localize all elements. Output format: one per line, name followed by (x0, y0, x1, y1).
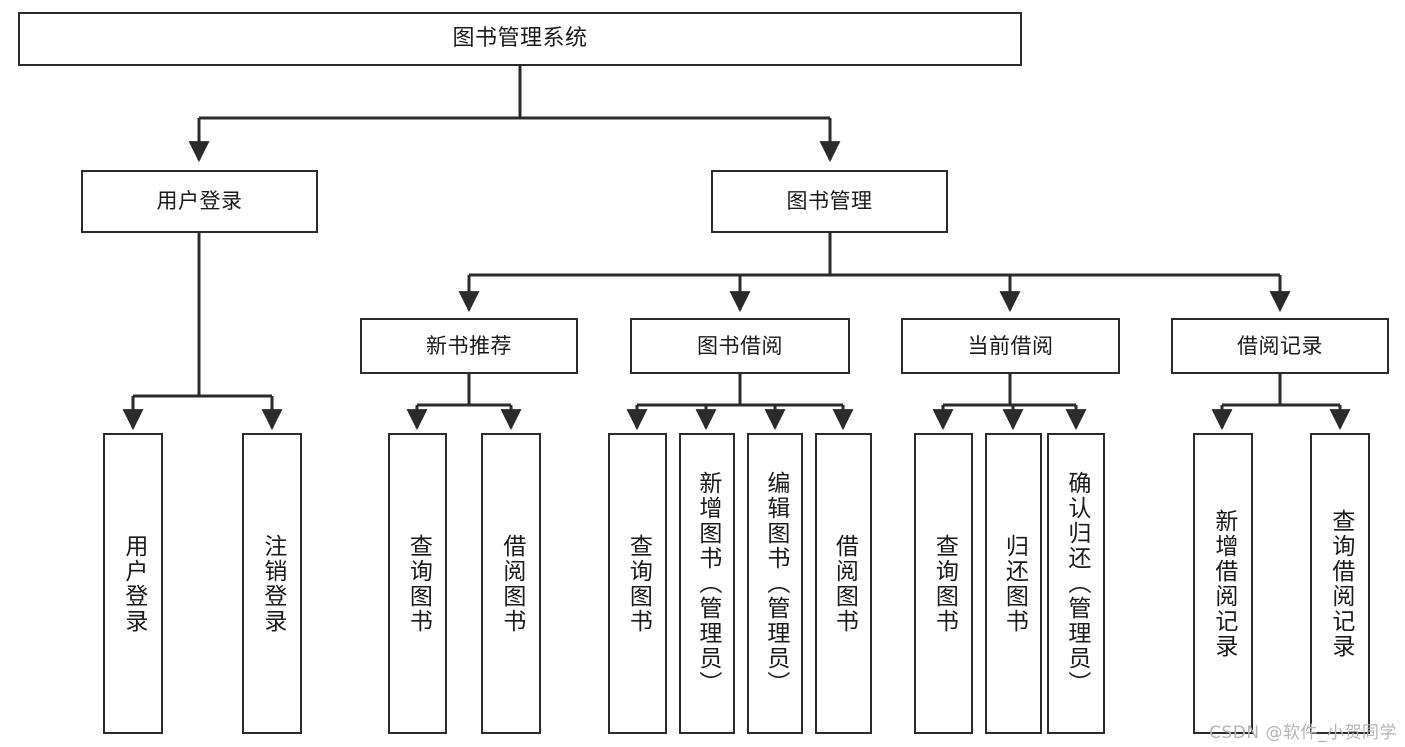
leaf-current-return-book[interactable]: 归还图书 (985, 433, 1042, 734)
node-label: 新增图书（管理员） (694, 471, 721, 696)
node-label: 用户登录 (156, 189, 243, 214)
node-label: 确认归还（管理员） (1063, 471, 1090, 696)
node-label: 图书管理 (786, 189, 873, 214)
node-label: 查询借阅记录 (1327, 508, 1354, 659)
leaf-newbook-query-book[interactable]: 查询图书 (388, 433, 447, 734)
node-label: 查询图书 (625, 533, 652, 634)
node-label: 编辑图书（管理员） (762, 471, 789, 696)
node-book-management[interactable]: 图书管理 (711, 170, 948, 233)
leaf-newbook-borrow-book[interactable]: 借阅图书 (481, 433, 541, 734)
leaf-user-logout[interactable]: 注销登录 (242, 433, 302, 734)
leaf-record-add-record[interactable]: 新增借阅记录 (1193, 433, 1253, 734)
leaf-borrow-add-book-admin[interactable]: 新增图书（管理员） (679, 433, 735, 734)
node-root-system[interactable]: 图书管理系统 (18, 12, 1022, 66)
node-label: 查询图书 (405, 533, 432, 634)
leaf-borrow-borrow-book[interactable]: 借阅图书 (815, 433, 872, 734)
leaf-borrow-query-book[interactable]: 查询图书 (608, 433, 667, 734)
node-current-borrow[interactable]: 当前借阅 (901, 318, 1120, 374)
node-label: 当前借阅 (967, 333, 1054, 358)
leaf-current-query-book[interactable]: 查询图书 (914, 433, 973, 734)
node-label: 新增借阅记录 (1210, 508, 1237, 659)
node-label: 图书借阅 (697, 333, 783, 358)
node-label: 查询图书 (931, 533, 958, 634)
node-label: 注销登录 (259, 533, 286, 634)
csdn-watermark: CSDN @软件_小贺同学 (1209, 723, 1397, 743)
node-user-login[interactable]: 用户登录 (81, 170, 318, 233)
node-new-book-recommend[interactable]: 新书推荐 (360, 318, 578, 374)
node-label: 归还图书 (1001, 533, 1028, 634)
node-label: 用户登录 (120, 533, 147, 634)
node-label: 借阅图书 (831, 533, 858, 634)
leaf-record-query-record[interactable]: 查询借阅记录 (1310, 433, 1370, 734)
node-label: 图书管理系统 (452, 26, 588, 52)
node-label: 借阅图书 (498, 533, 525, 634)
leaf-current-confirm-return-admin[interactable]: 确认归还（管理员） (1047, 433, 1105, 734)
node-book-borrow[interactable]: 图书借阅 (630, 318, 850, 374)
leaf-user-login[interactable]: 用户登录 (103, 433, 163, 734)
node-borrow-record[interactable]: 借阅记录 (1171, 318, 1389, 374)
leaf-borrow-edit-book-admin[interactable]: 编辑图书（管理员） (747, 433, 803, 734)
node-label: 借阅记录 (1237, 333, 1323, 358)
node-label: 新书推荐 (426, 333, 512, 358)
